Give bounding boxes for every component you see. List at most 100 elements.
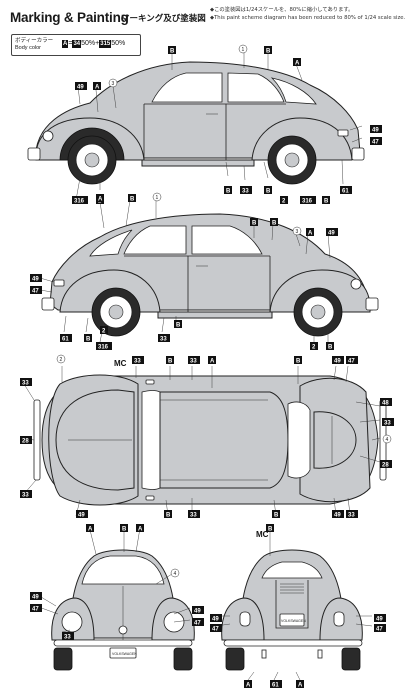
marking-tag-46	[20, 490, 32, 498]
marking-tag-66	[266, 524, 274, 532]
engine-lid-vents	[280, 583, 304, 594]
marking-tag-label-32: B	[176, 322, 181, 328]
marking-tag-26	[30, 274, 42, 282]
marking-tag-52	[164, 510, 172, 518]
marking-tag-63	[192, 606, 204, 614]
marking-tag-56	[346, 510, 358, 518]
marking-tag-7	[370, 125, 382, 133]
top-view	[33, 374, 387, 506]
marking-tag-25	[326, 228, 338, 236]
marking-tag-12	[224, 186, 232, 194]
marking-tag-label-33: 2	[312, 344, 316, 350]
page-title-jp: マーキング及び塗装図	[121, 13, 206, 23]
marking-tag-label-42: 49	[334, 358, 341, 364]
marking-tag-label-73: A	[298, 682, 303, 688]
marking-tag-70	[374, 624, 386, 632]
marking-circle-label-23: 3	[296, 229, 299, 235]
marking-tag-27	[30, 286, 42, 294]
marking-tag-60	[30, 592, 42, 600]
side-view-left	[27, 61, 365, 185]
marking-tag-34	[326, 342, 334, 350]
marking-tag-32	[174, 320, 182, 328]
marking-tag-label-37: 33	[134, 358, 141, 364]
marking-tag-label-17: B	[324, 198, 329, 204]
marking-circle-label-62: 4	[174, 571, 177, 577]
marking-tag-label-57: A	[88, 526, 93, 532]
marking-circle-label-36: 2	[60, 357, 63, 363]
front-plate-text: VOLKSWAGEN	[112, 652, 137, 656]
marking-circle-49	[382, 434, 392, 444]
marking-tag-label-68: 47	[212, 626, 219, 632]
marking-tag-8	[370, 137, 382, 145]
page-title: Marking & Painting	[10, 10, 129, 25]
marking-tag-label-45: 28	[22, 438, 29, 444]
marking-tag-label-7: 49	[372, 127, 379, 133]
body-color-label-en: Body color	[15, 45, 41, 51]
color-code-a: A	[62, 40, 69, 48]
marking-tag-44	[20, 378, 32, 386]
marking-tag-label-28: 61	[62, 336, 69, 342]
marking-tag-68	[210, 624, 222, 632]
marking-tag-label-40: A	[210, 358, 215, 364]
color-code-34: 34	[72, 40, 82, 48]
marking-tag-label-60: 49	[32, 594, 39, 600]
marking-tag-72	[270, 680, 282, 688]
marking-tag-10	[264, 186, 272, 194]
marking-tag-59	[136, 524, 144, 532]
marking-tag-40	[208, 356, 216, 364]
marking-tags: 49A3B1BA494761B33B23162316BAB1BB3A494947…	[20, 44, 394, 688]
marking-tag-label-47: 48	[382, 400, 389, 406]
marking-tag-5	[264, 46, 272, 54]
plus-sign: +	[95, 40, 100, 47]
marking-tag-label-65: 33	[64, 634, 71, 640]
marking-circle-20	[152, 192, 162, 202]
marking-tag-48	[382, 418, 394, 426]
marking-tag-label-24: A	[308, 230, 313, 236]
marking-tag-label-58: B	[122, 526, 127, 532]
rear-plate-text: VOLKSWAGEN	[281, 619, 306, 623]
marking-tag-37	[132, 356, 144, 364]
marking-tag-71	[244, 680, 252, 688]
marking-tag-label-25: 49	[328, 230, 335, 236]
marking-tag-58	[120, 524, 128, 532]
body-color-formula: A=3450%+31550%	[62, 40, 125, 48]
marking-circle-2	[108, 78, 118, 88]
marking-tag-label-11: 33	[242, 188, 249, 194]
marking-tag-label-44: 33	[22, 380, 29, 386]
mc-label-rear: MC	[256, 530, 269, 539]
marking-tag-label-41: B	[296, 358, 301, 364]
marking-tag-17	[322, 196, 330, 204]
marking-tag-label-26: 49	[32, 276, 39, 282]
marking-tag-31	[158, 334, 170, 342]
marking-tag-label-56: 33	[348, 512, 355, 518]
marking-tag-label-6: A	[295, 60, 300, 66]
marking-tag-0	[75, 82, 87, 90]
marking-tag-label-12: B	[226, 188, 231, 194]
marking-tag-label-21: B	[252, 220, 257, 226]
marking-tag-label-61: 47	[32, 606, 39, 612]
marking-tag-label-9: 61	[342, 188, 349, 194]
marking-tag-label-34: B	[328, 344, 333, 350]
mc-label-top: MC	[114, 359, 127, 368]
marking-tag-label-35: 2	[102, 328, 106, 334]
marking-tag-29	[84, 334, 92, 342]
marking-tag-51	[76, 510, 88, 518]
marking-tag-50	[380, 460, 392, 468]
marking-tag-65	[62, 632, 74, 640]
marking-tag-label-59: A	[138, 526, 143, 532]
marking-tag-1	[93, 82, 101, 90]
marking-tag-53	[188, 510, 200, 518]
marking-tag-21	[250, 218, 258, 226]
header: Marking & Painting マーキング及び塗装図 ◆この塗装図は1/2…	[6, 4, 411, 56]
marking-tag-label-30: 316	[98, 344, 109, 350]
marking-tag-30	[96, 342, 112, 350]
marking-tag-label-1: A	[95, 84, 100, 90]
scale-note-en: ◆This paint scheme diagram has been redu…	[210, 15, 406, 21]
rear-view: VOLKSWAGEN	[221, 549, 363, 671]
color-ratio-1: 50%	[81, 40, 96, 47]
marking-tag-label-63: 49	[194, 608, 201, 614]
equals-sign: =	[68, 40, 73, 47]
marking-tag-19	[128, 194, 136, 202]
marking-tag-label-19: B	[130, 196, 135, 202]
marking-tag-16	[300, 196, 316, 204]
